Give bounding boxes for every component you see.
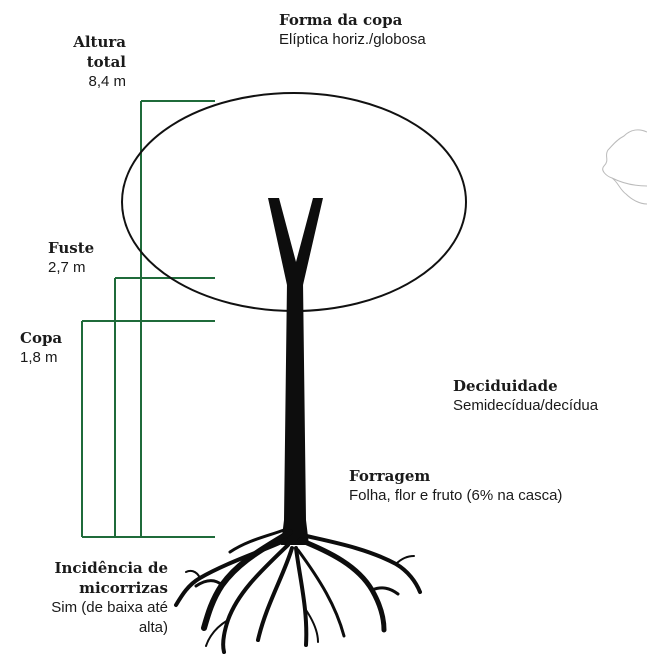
copa-value: 1,8 m — [20, 348, 62, 368]
micorrizas-label: Incidência de micorrizas Sim (de baixa a… — [51, 558, 168, 638]
tree-silhouette-icon — [268, 198, 323, 545]
trunk-fork — [268, 198, 323, 285]
forragem-label: Forragem Folha, flor e fruto (6% na casc… — [349, 466, 562, 506]
copa-title: Copa — [20, 328, 62, 348]
forma-copa-value: Elíptica horiz./globosa — [279, 30, 426, 50]
forragem-title: Forragem — [349, 466, 562, 486]
micorrizas-title-line1: Incidência de — [51, 558, 168, 578]
copa-bracket — [82, 321, 215, 537]
forma-copa-label: Forma da copa Elíptica horiz./globosa — [279, 10, 426, 50]
height-brackets — [82, 101, 215, 537]
altura-total-title-line2: total — [73, 52, 126, 72]
deciduidade-title: Deciduidade — [453, 376, 598, 396]
copa-label: Copa 1,8 m — [20, 328, 62, 368]
fuste-title: Fuste — [48, 238, 94, 258]
deciduidade-label: Deciduidade Semidecídua/decídua — [453, 376, 598, 416]
forma-copa-title: Forma da copa — [279, 10, 426, 30]
micorrizas-value-line2: alta) — [51, 618, 168, 638]
micorrizas-value-line1: Sim (de baixa até — [51, 598, 168, 618]
map-outline-icon — [603, 130, 647, 204]
altura-total-title-line1: Altura — [73, 32, 126, 52]
fuste-value: 2,7 m — [48, 258, 94, 278]
micorrizas-title-line2: micorrizas — [51, 578, 168, 598]
tree-roots-icon — [176, 530, 420, 652]
altura-total-bracket — [141, 101, 215, 537]
altura-total-value: 8,4 m — [73, 72, 126, 92]
trunk — [281, 282, 309, 545]
fuste-bracket — [115, 278, 215, 537]
forragem-value: Folha, flor e fruto (6% na casca) — [349, 486, 562, 506]
deciduidade-value: Semidecídua/decídua — [453, 396, 598, 416]
fuste-label: Fuste 2,7 m — [48, 238, 94, 278]
altura-total-label: Altura total 8,4 m — [73, 32, 126, 92]
